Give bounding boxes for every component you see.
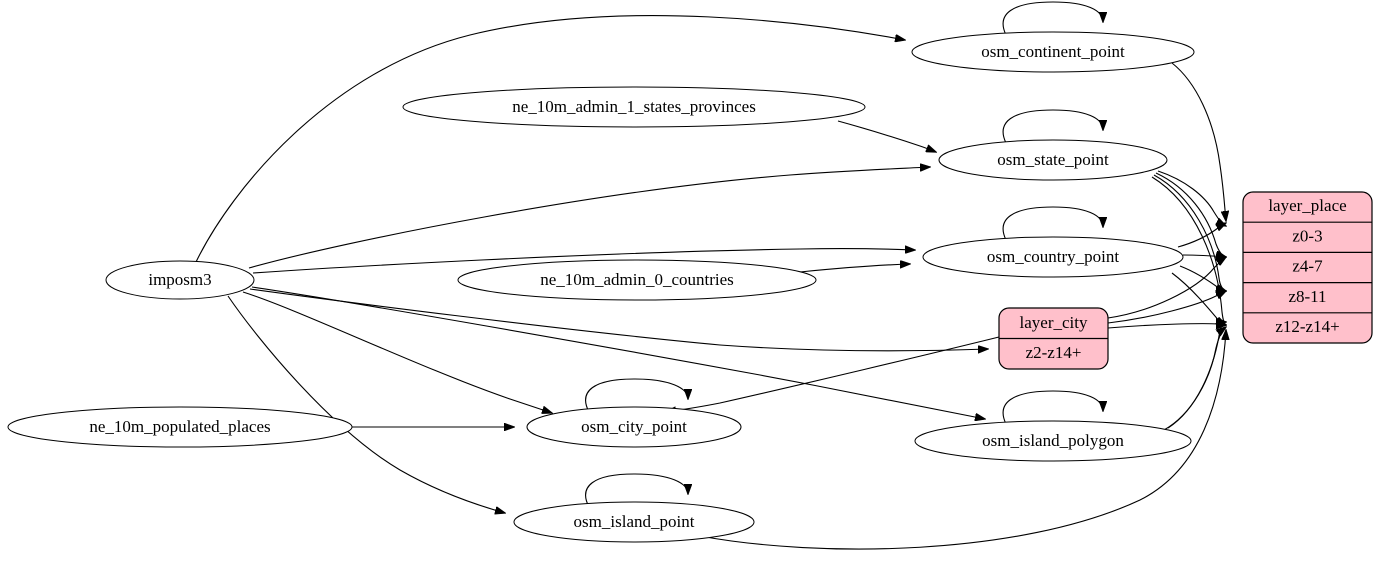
node-osm-city-point-shape[interactable]	[526, 406, 742, 448]
edge-osm-country-point-to-layer-place-z0-3	[1177, 223, 1226, 248]
edge-self-loop-osm-continent-point	[1002, 1, 1103, 36]
node-osm-city-point-label: osm_city_point	[581, 417, 687, 436]
record-layer-place-row-z8-11[interactable]: z8-11	[1288, 287, 1326, 306]
record-layer-place-row-z12-z14[interactable]: z12-z14+	[1275, 317, 1339, 336]
node-osm-island-point[interactable]: osm_island_point	[513, 501, 755, 543]
edge-self-loop-osm-state-point	[1002, 109, 1103, 144]
node-ne-populated-shape[interactable]	[7, 406, 353, 448]
node-osm-state-point-label: osm_state_point	[997, 150, 1109, 169]
node-osm-island-polygon[interactable]: osm_island_polygon	[914, 420, 1192, 462]
node-ne-10m-admin-1-states-provinces[interactable]: ne_10m_admin_1_states_provinces	[402, 86, 866, 128]
node-osm-city-point[interactable]: osm_city_point	[526, 406, 742, 448]
record-layer-city-row-z2-z14[interactable]: z2-z14+	[1026, 343, 1082, 362]
edge-imposm3-to-osm-continent-point	[195, 15, 905, 263]
record-node-layer-place[interactable]: layer_place z0-3 z4-7 z8-11 z12-z14+	[1242, 191, 1373, 344]
node-ne-countries-shape[interactable]	[457, 259, 817, 301]
node-osm-state-point[interactable]: osm_state_point	[938, 139, 1168, 181]
node-osm-island-polygon-shape[interactable]	[914, 420, 1192, 462]
edge-imposm3-to-osm-island-polygon	[251, 286, 985, 419]
node-ne-10m-admin-0-countries[interactable]: ne_10m_admin_0_countries	[457, 259, 817, 301]
node-osm-continent-point-shape[interactable]	[911, 31, 1195, 73]
node-osm-continent-point-label: osm_continent_point	[981, 42, 1125, 61]
node-ne-populated-label: ne_10m_populated_places	[89, 417, 270, 436]
node-osm-country-point-shape[interactable]	[922, 236, 1184, 278]
node-ne-states-label: ne_10m_admin_1_states_provinces	[512, 97, 756, 116]
edge-imposm3-to-osm-country-point	[252, 249, 915, 274]
edge-ne-countries-to-osm-country-point	[799, 264, 910, 273]
node-imposm3-label: imposm3	[148, 270, 211, 289]
node-osm-island-point-label: osm_island_point	[574, 512, 695, 531]
edge-self-loop-osm-country-point	[1002, 206, 1103, 241]
nodes-layer: imposm3 ne_10m_admin_1_states_provinces …	[7, 31, 1195, 543]
node-osm-country-point[interactable]: osm_country_point	[922, 236, 1184, 278]
node-osm-country-point-label: osm_country_point	[987, 247, 1119, 266]
node-osm-continent-point[interactable]: osm_continent_point	[911, 31, 1195, 73]
edge-layer-city-to-layer-place-z4-7	[1107, 257, 1226, 319]
edge-self-loop-osm-island-polygon	[1002, 390, 1103, 425]
node-osm-island-point-shape[interactable]	[513, 501, 755, 543]
node-ne-states-shape[interactable]	[402, 86, 866, 128]
record-layer-place-row-z0-3[interactable]: z0-3	[1292, 226, 1322, 245]
node-ne-countries-label: ne_10m_admin_0_countries	[540, 270, 734, 289]
record-layer-place-row-z4-7[interactable]: z4-7	[1292, 257, 1323, 276]
node-osm-island-polygon-label: osm_island_polygon	[982, 431, 1124, 450]
node-ne-10m-populated-places[interactable]: ne_10m_populated_places	[7, 406, 353, 448]
edges-layer	[195, 1, 1226, 550]
record-layer-place-body[interactable]	[1242, 191, 1373, 344]
edge-self-loop-osm-island-point	[585, 473, 688, 508]
edge-osm-continent-point-to-layer-place-z0-3	[1171, 62, 1226, 221]
record-nodes-layer: layer_city z2-z14+ layer_place z0-3 z4-7…	[998, 191, 1373, 370]
edge-osm-island-point-to-layer-place-z12-z14	[699, 330, 1226, 550]
node-osm-state-point-shape[interactable]	[938, 139, 1168, 181]
edge-layer-city-to-layer-place-z8-11	[1107, 291, 1226, 324]
edge-layer-city-to-osm-city-point	[666, 336, 1000, 412]
node-imposm3[interactable]: imposm3	[105, 260, 255, 300]
edge-imposm3-to-osm-island-point	[227, 295, 505, 513]
edge-imposm3-to-osm-state-point	[248, 167, 930, 269]
edge-imposm3-to-osm-city-point	[242, 291, 552, 413]
node-imposm3-shape[interactable]	[105, 260, 255, 300]
record-node-layer-city[interactable]: layer_city z2-z14+	[998, 307, 1109, 370]
record-layer-place-row-title: layer_place	[1268, 196, 1346, 215]
record-layer-city-row-title: layer_city	[1020, 313, 1088, 332]
edge-ne-states-to-osm-state-point	[837, 120, 936, 152]
edge-self-loop-osm-city-point	[585, 378, 688, 413]
